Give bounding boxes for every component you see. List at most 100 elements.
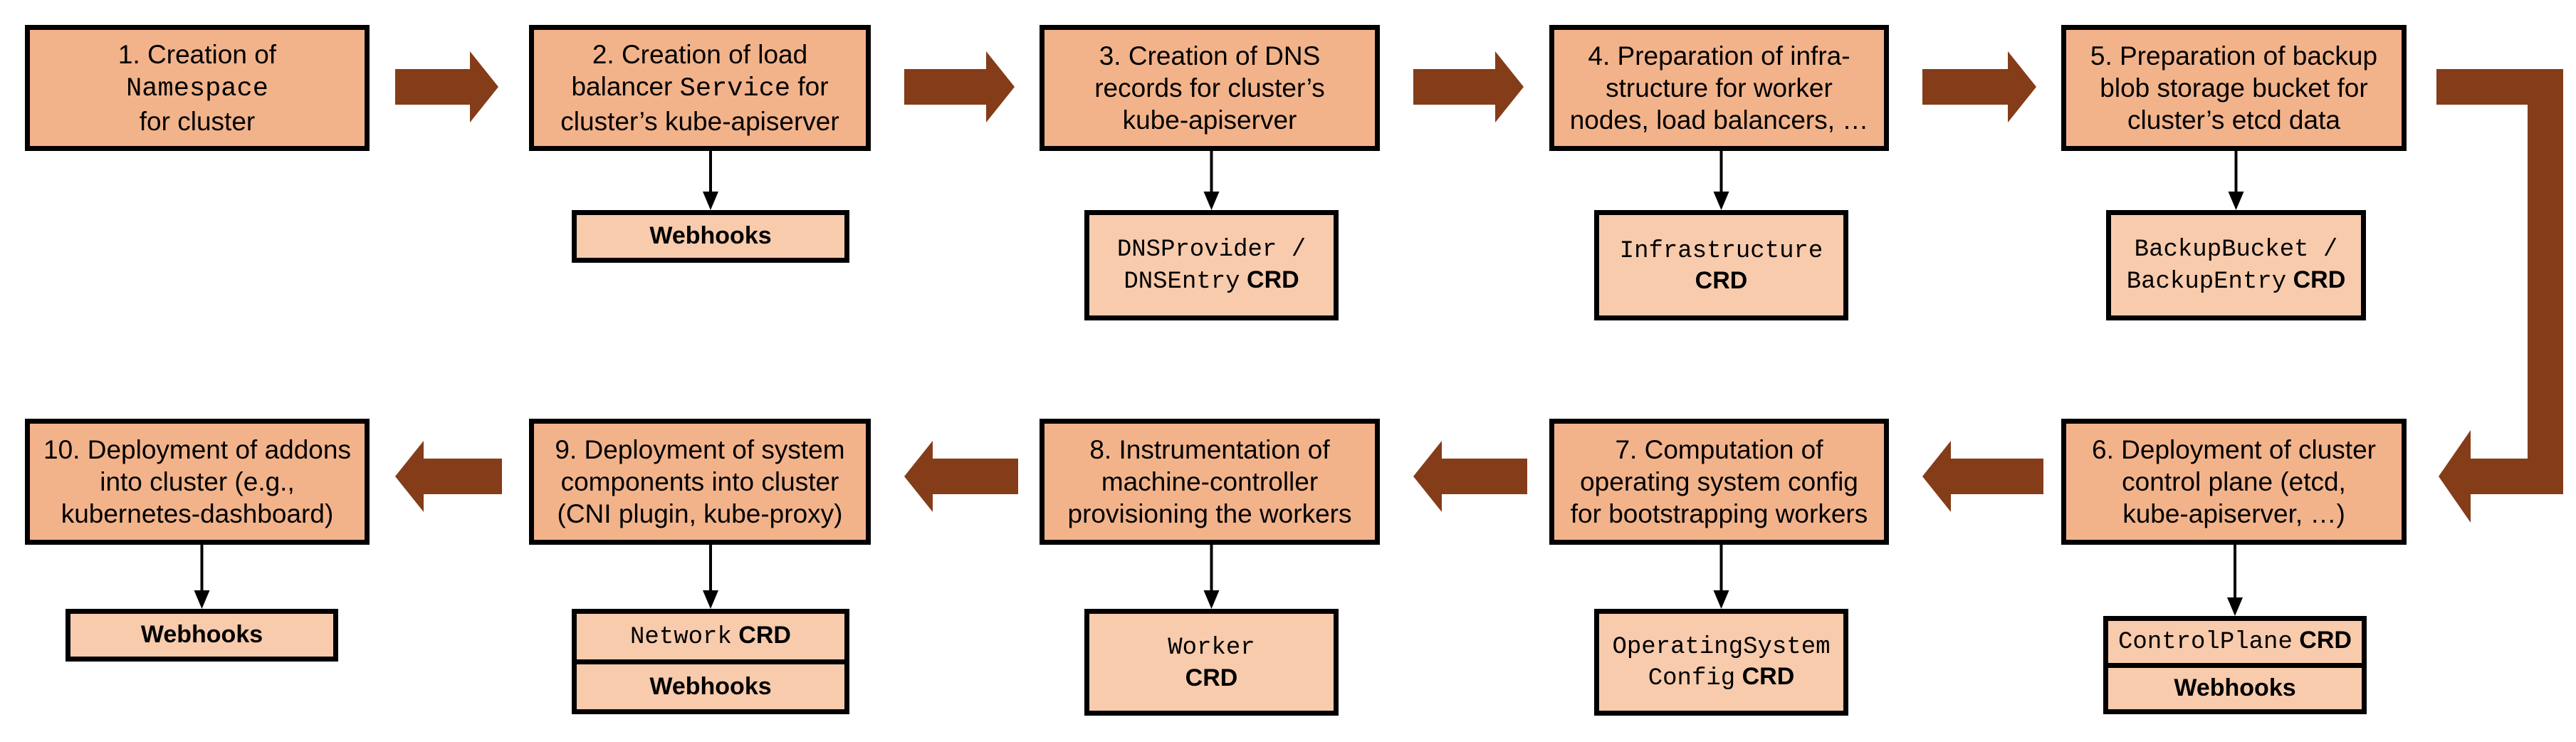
text-line: 6. Deployment of cluster — [2092, 434, 2376, 466]
text-line: 1. Creation of — [118, 38, 276, 70]
text-line: CRD — [1185, 664, 1238, 693]
text-line: Webhooks — [649, 672, 771, 701]
text-line: 3. Creation of DNS — [1099, 40, 1321, 72]
text-segment: CRD — [1240, 266, 1299, 293]
resource-cell: Webhooks — [70, 614, 333, 657]
resource-kind-name: Infrastructure — [1619, 237, 1823, 265]
text-line: cluster’s etcd data — [2127, 104, 2340, 136]
text-line: nodes, load balancers, … — [1570, 104, 1869, 136]
text-segment: 1. Creation of — [117, 39, 277, 69]
flow-arrow-right — [1922, 51, 2036, 122]
text-line: Namespace — [126, 70, 268, 105]
text-segment: CRD — [1695, 267, 1748, 294]
flow-arrow-left — [1922, 441, 2043, 512]
text-segment: CRD — [1185, 664, 1238, 691]
connector-arrowhead — [1713, 590, 1729, 609]
text-segment: balancer — [571, 71, 680, 101]
text-line: balancer Service for — [571, 70, 828, 105]
flow-arrow-left — [904, 441, 1018, 512]
text-segment: 7. Computation of — [1615, 434, 1823, 464]
text-line: (CNI plugin, kube-proxy) — [557, 498, 843, 530]
text-segment: operating system config — [1580, 466, 1858, 496]
text-segment: Webhooks — [649, 672, 772, 700]
text-line: Network CRD — [630, 621, 791, 652]
resource-kind-name: DNSEntry — [1124, 268, 1240, 296]
text-line: DNSProvider / — [1117, 234, 1306, 265]
connector-arrowhead — [703, 192, 718, 210]
flow-arrow-left — [395, 441, 502, 512]
resource-box-6: ControlPlane CRD Webhooks — [2103, 616, 2367, 714]
resource-kind-name: OperatingSystem — [1612, 633, 1831, 661]
text-segment: 4. Preparation of infra- — [1588, 41, 1850, 70]
text-line: 8. Instrumentation of — [1089, 434, 1329, 466]
text-line: Webhooks — [649, 221, 771, 251]
text-segment: (CNI plugin, kube-proxy) — [557, 499, 843, 529]
resource-box-5: BackupBucket /BackupEntry CRD — [2106, 210, 2366, 320]
resource-cell: BackupBucket /BackupEntry CRD — [2111, 215, 2361, 315]
resource-cell: Webhooks — [2108, 662, 2362, 710]
connector-arrowhead — [1713, 192, 1729, 210]
text-segment: CRD — [731, 621, 791, 649]
resource-kind-name: BackupBucket / — [2134, 236, 2338, 264]
text-line: Worker — [1168, 632, 1255, 663]
text-segment: CRD — [2292, 627, 2352, 654]
text-segment: for cluster — [139, 107, 256, 137]
text-line: records for cluster’s — [1094, 72, 1325, 104]
text-segment: 9. Deployment of system — [555, 434, 845, 464]
resource-kind-name: Network — [630, 623, 732, 651]
text-segment: Webhooks — [649, 222, 772, 250]
text-line: control plane (etcd, — [2122, 466, 2346, 498]
resource-kind-name: Worker — [1168, 634, 1255, 662]
flow-arrow-right — [1413, 51, 1524, 122]
text-line: 2. Creation of load — [592, 38, 807, 70]
text-line: 4. Preparation of infra- — [1588, 40, 1850, 72]
resource-cell: DNSProvider /DNSEntry CRD — [1089, 215, 1334, 315]
text-segment: structure for worker — [1606, 73, 1833, 103]
text-line: operating system config — [1580, 466, 1858, 498]
text-segment: kubernetes-dashboard) — [61, 499, 334, 529]
text-segment: for bootstrapping workers — [1570, 499, 1868, 529]
text-line: machine-controller — [1101, 466, 1318, 498]
text-line: cluster’s kube-apiserver — [560, 105, 839, 137]
flow-arrow-right — [395, 51, 498, 122]
text-line: CRD — [1695, 266, 1748, 296]
resource-cell: Webhooks — [577, 215, 844, 258]
text-line: components into cluster — [561, 466, 839, 498]
flow-arrow-bend — [2436, 69, 2563, 523]
text-segment: components into cluster — [560, 466, 839, 496]
text-line: BackupBucket / — [2135, 234, 2338, 265]
text-line: provisioning the workers — [1068, 498, 1352, 530]
text-line: for cluster — [140, 105, 255, 137]
text-line: kube-apiserver, …) — [2122, 498, 2345, 530]
text-line: OperatingSystem — [1612, 631, 1830, 662]
text-line: blob storage bucket for — [2100, 72, 2367, 104]
text-segment: kube-apiserver, …) — [2122, 499, 2345, 529]
text-segment: records for cluster’s — [1094, 73, 1325, 103]
text-line: BackupEntry CRD — [2127, 266, 2346, 297]
text-line: Infrastructure — [1620, 235, 1823, 266]
text-segment: machine-controller — [1101, 466, 1319, 496]
text-line: DNSEntry CRD — [1124, 266, 1299, 297]
text-segment: into cluster (e.g., — [100, 466, 295, 496]
text-line: Config CRD — [1648, 662, 1795, 694]
text-segment: nodes, load balancers, … — [1569, 105, 1869, 135]
resource-kind-name: DNSProvider / — [1116, 236, 1307, 264]
text-line: for bootstrapping workers — [1571, 498, 1868, 530]
text-segment: Webhooks — [2174, 674, 2296, 702]
step-box-4: 4. Preparation of infra-structure for wo… — [1549, 25, 1889, 151]
text-line: ControlPlane CRD — [2118, 626, 2352, 657]
resource-box-2: Webhooks — [572, 210, 849, 263]
text-segment: provisioning the workers — [1067, 499, 1352, 529]
